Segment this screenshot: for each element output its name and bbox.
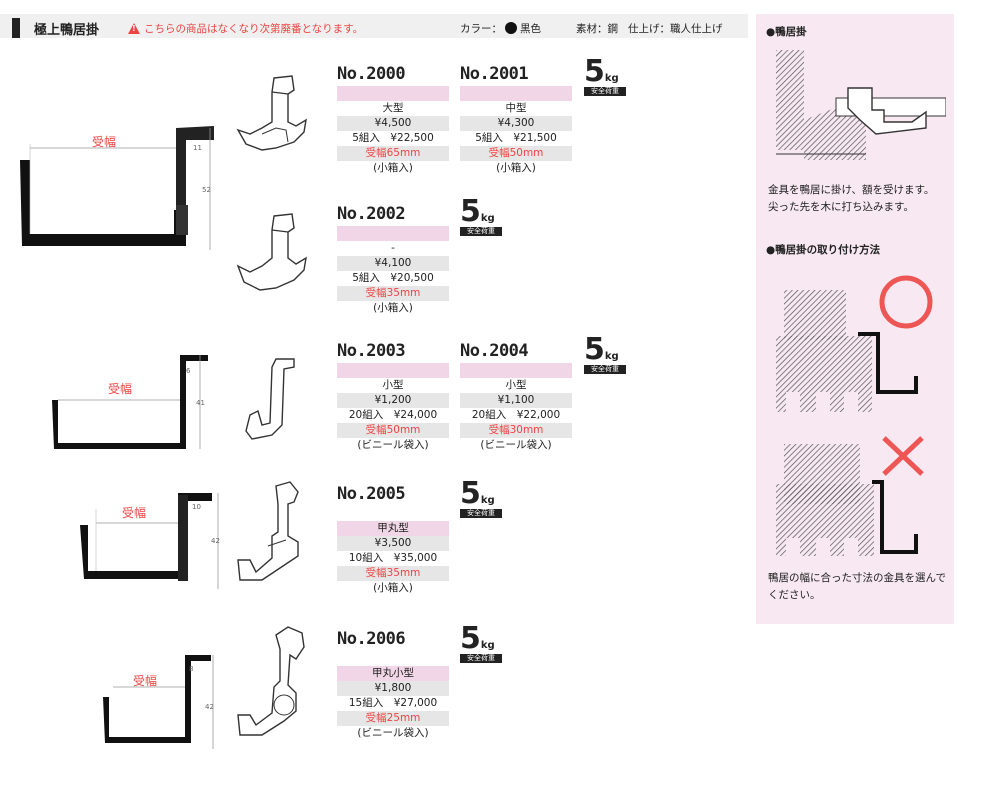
dimension-diagram-3: 受幅 10 42 [80,493,220,589]
product-type: 中型 [505,102,527,114]
product-width: 受幅65mm [337,146,449,161]
product-price: ¥4,500 [337,116,449,131]
product-type: 大型 [382,102,404,114]
product-2006: No.2006 甲丸小型 ¥1,800 15組入 ¥27,000 受幅25mm … [337,629,449,741]
product-image-2003 [245,358,295,440]
product-price: ¥3,500 [337,536,449,551]
notice-text: こちらの商品はなくなり次第廃番となります。 [144,23,364,35]
kamoi-illustration [776,50,946,160]
color-info: カラー：黒色 [460,22,541,35]
product-pack: (ビニール袋入) [357,439,429,451]
side-caption-2: ●鴨居掛の取り付け方法 [766,244,881,256]
svg-text:受幅: 受幅 [122,505,146,520]
product-2003: No.2003 小型 ¥1,200 20組入 ¥24,000 受幅50mm (ビ… [337,341,449,453]
svg-text:52: 52 [202,186,211,194]
product-image-2006 [237,626,305,736]
product-2000: No.2000 大型 ¥4,500 5組入 ¥22,500 受幅65mm (小箱… [337,64,449,176]
svg-text:41: 41 [196,399,205,407]
product-pack: (小箱入) [373,302,413,314]
product-width: 受幅50mm [337,423,449,438]
svg-text:42: 42 [211,537,220,545]
svg-text:42: 42 [205,703,214,711]
svg-text:受幅: 受幅 [133,673,157,688]
discontinued-notice: こちらの商品はなくなり次第廃番となります。 [128,21,363,36]
side-panel: ●鴨居掛 金具を鴨居に掛け、額を受けます。 尖った先を木に打ち込みます。 ●鴨居… [756,14,954,624]
product-pack: (ビニール袋入) [480,439,552,451]
finish-info: 仕上げ：職人仕上げ [628,23,723,35]
product-width: 受幅50mm [460,146,572,161]
product-width: 受幅35mm [337,566,449,581]
product-image-2000 [236,75,307,151]
product-number: No.2001 [460,64,529,84]
product-pack: (小箱入) [496,162,536,174]
product-2001: No.2001 中型 ¥4,300 5組入 ¥21,500 受幅50mm (小箱… [460,64,572,176]
svg-text:受幅: 受幅 [108,381,132,396]
incorrect-cross-icon [882,436,924,476]
page-header: 極上鴨居掛 こちらの商品はなくなり次第廃番となります。 カラー：黒色 素材：鋼 … [0,14,748,38]
color-swatch-icon [505,22,517,34]
product-type: - [391,242,395,254]
product-type: 小型 [382,379,404,391]
dimension-diagram-1: 受幅 11 52 [20,126,215,250]
width-label: 受幅 [92,134,116,149]
product-number: No.2006 [337,629,406,649]
product-pack: (小箱入) [373,582,413,594]
product-width: 受幅35mm [337,286,449,301]
product-number: No.2005 [337,484,406,504]
product-set-price: 5組入 ¥22,500 [352,132,434,144]
product-price: ¥4,100 [337,256,449,271]
warning-icon [128,23,140,34]
svg-text:11: 11 [193,144,202,152]
product-number: No.2003 [337,341,406,361]
title-bar-marker [12,18,20,38]
dimension-diagram-4: 受幅 8 42 [103,655,214,749]
product-number: No.2004 [460,341,529,361]
product-set-price: 15組入 ¥27,000 [348,697,438,709]
product-price: ¥1,800 [337,681,449,696]
product-image-2002 [236,213,307,291]
product-set-price: 20組入 ¥24,000 [348,409,438,421]
side-text-1: 金具を鴨居に掛け、額を受けます。 尖った先を木に打ち込みます。 [768,184,935,213]
product-price: ¥1,100 [460,393,572,408]
product-type: 甲丸小型 [337,666,449,681]
incorrect-illustration [776,436,924,556]
side-caption-1: ●鴨居掛 [766,26,807,38]
product-set-price: 20組入 ¥22,000 [471,409,561,421]
product-width: 受幅30mm [460,423,572,438]
product-2004: No.2004 小型 ¥1,100 20組入 ¥22,000 受幅30mm (ビ… [460,341,572,453]
product-set-price: 5組入 ¥21,500 [475,132,557,144]
correct-circle-icon [879,275,933,329]
side-text-2: 鴨居の幅に合った寸法の金具を選んで ください。 [768,572,946,601]
product-set-price: 5組入 ¥20,500 [352,272,434,284]
product-pack: (ビニール袋入) [357,727,429,739]
product-price: ¥4,300 [460,116,572,131]
material-info: 素材：鋼 [576,23,618,35]
product-pack: (小箱入) [373,162,413,174]
product-type: 小型 [505,379,527,391]
product-2005: No.2005 甲丸型 ¥3,500 10組入 ¥35,000 受幅35mm (… [337,484,449,596]
product-price: ¥1,200 [337,393,449,408]
product-width: 受幅25mm [337,711,449,726]
product-set-price: 10組入 ¥35,000 [348,552,438,564]
product-number: No.2002 [337,204,406,224]
page-title: 極上鴨居掛 [34,23,100,38]
product-image-2005 [237,481,299,581]
product-type: 甲丸型 [337,521,449,536]
product-number: No.2000 [337,64,406,84]
svg-text:6: 6 [186,367,191,375]
svg-text:8: 8 [189,665,193,673]
product-2002: No.2002 - ¥4,100 5組入 ¥20,500 受幅35mm (小箱入… [337,204,449,316]
dimension-diagram-2: 受幅 6 41 [52,355,208,449]
correct-illustration [776,275,933,412]
svg-text:10: 10 [192,503,201,511]
